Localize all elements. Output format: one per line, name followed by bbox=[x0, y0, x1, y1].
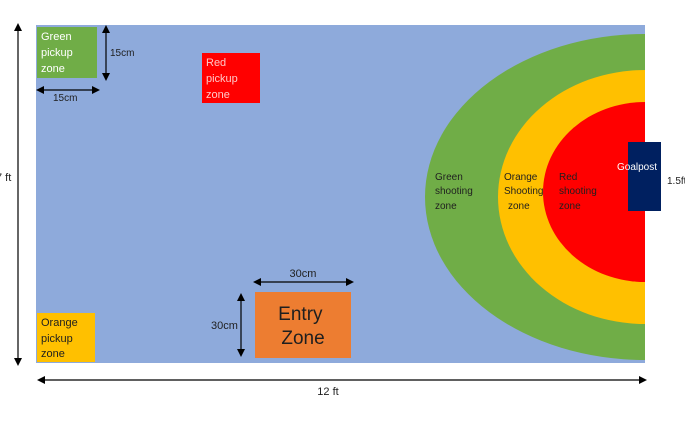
goalpost-size-label: 1.5ft bbox=[667, 176, 685, 187]
goalpost bbox=[628, 142, 661, 211]
entry-zone-label: Entry Zone bbox=[278, 304, 328, 349]
green-pickup-zone bbox=[37, 27, 97, 78]
green-shooting-zone-label: Green shooting zone bbox=[435, 172, 476, 212]
red-shooting-zone bbox=[543, 102, 645, 282]
orange-shooting-zone-label: Orange Shooting zone bbox=[504, 172, 546, 212]
goalpost-label: Goalpost bbox=[617, 162, 657, 173]
green-pickup-height-label: 15cm bbox=[110, 48, 134, 59]
entry-zone-width-label: 30cm bbox=[290, 268, 317, 280]
red-shooting-zone-label: Red shooting zone bbox=[559, 172, 600, 212]
red-pickup-zone bbox=[202, 53, 260, 103]
orange-pickup-zone bbox=[37, 313, 95, 362]
green-pickup-width-label: 15cm bbox=[53, 93, 77, 104]
field-width-label: 12 ft bbox=[317, 386, 338, 398]
entry-zone bbox=[255, 292, 351, 358]
orange-pickup-zone-label: Orange pickup zone bbox=[41, 317, 81, 360]
entry-zone-height-label: 30cm bbox=[211, 320, 238, 332]
green-pickup-zone-label: Green pickup zone bbox=[41, 31, 76, 75]
field-height-label: 7 ft bbox=[0, 172, 11, 184]
red-pickup-zone-label: Red pickup zone bbox=[206, 57, 241, 101]
